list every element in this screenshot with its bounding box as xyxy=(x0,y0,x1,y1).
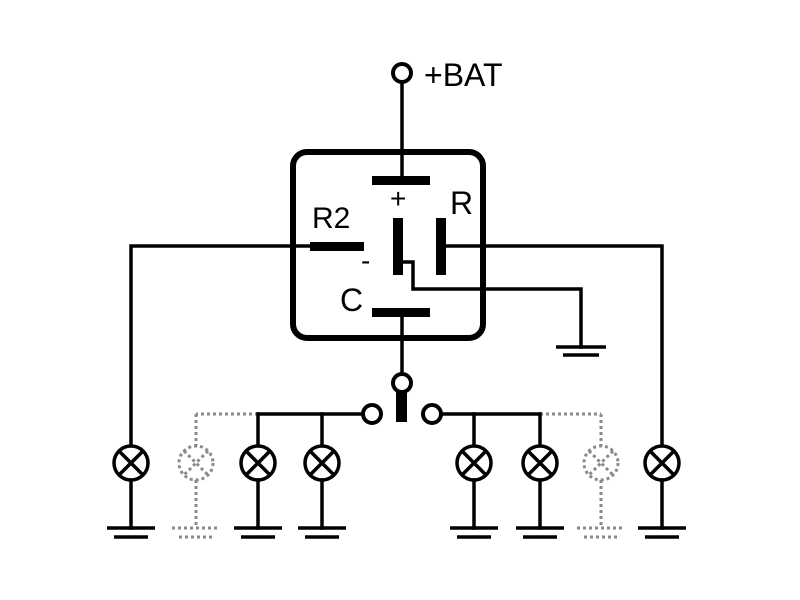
battery-label: +BAT xyxy=(424,57,503,93)
r2-label: R2 xyxy=(312,202,350,235)
r-label: R xyxy=(450,185,473,221)
internal-ground-wire xyxy=(396,246,583,349)
lamp-left-2-optional xyxy=(177,444,215,528)
lamp-left-3 xyxy=(239,444,277,530)
ground-right-4 xyxy=(638,526,686,539)
battery-terminal xyxy=(391,62,413,84)
switch-left-terminal xyxy=(361,403,383,425)
plus-label: + xyxy=(390,183,406,214)
c-label: C xyxy=(340,282,363,318)
lamp-right-2 xyxy=(521,444,559,530)
switch-pivot-terminal xyxy=(391,372,413,394)
switch-right-terminal xyxy=(421,403,443,425)
ground-left-3 xyxy=(234,526,282,539)
minus-label: - xyxy=(361,245,370,276)
plus-terminal-plate xyxy=(372,176,430,185)
ground-left-2-optional xyxy=(172,526,220,539)
ground-right-3-optional xyxy=(577,526,625,539)
lamp-left-4 xyxy=(303,444,341,530)
ground-right-2 xyxy=(516,526,564,539)
lamp-right-3-optional xyxy=(582,444,620,528)
lamp-right-4 xyxy=(643,444,681,530)
ground-left-1 xyxy=(107,526,155,539)
right-side-feed-wire xyxy=(444,244,664,448)
r-terminal-plate xyxy=(436,218,446,275)
ground-left-4 xyxy=(298,526,346,539)
lamp-left-1 xyxy=(112,444,150,530)
relay-ground-symbol xyxy=(556,345,606,357)
left-side-feed-wire xyxy=(129,244,312,448)
c-terminal-plate xyxy=(372,308,430,317)
switch-lever xyxy=(396,392,407,422)
lamp-right-1 xyxy=(455,444,493,530)
r2-terminal-plate xyxy=(310,242,364,251)
ground-right-1 xyxy=(450,526,498,539)
